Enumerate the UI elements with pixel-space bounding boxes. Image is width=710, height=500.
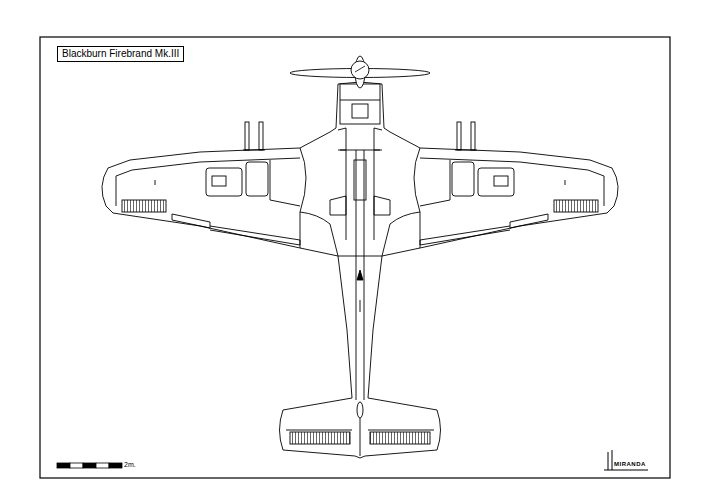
drawing-title: Blackburn Firebrand Mk.III [57,46,184,62]
logo-mark [604,450,648,470]
scale-label: 2m. [124,461,136,469]
logo-text: MIRANDA [614,461,646,468]
scale-bar [57,463,122,468]
airframe [102,56,618,458]
drawing-frame [40,37,670,478]
